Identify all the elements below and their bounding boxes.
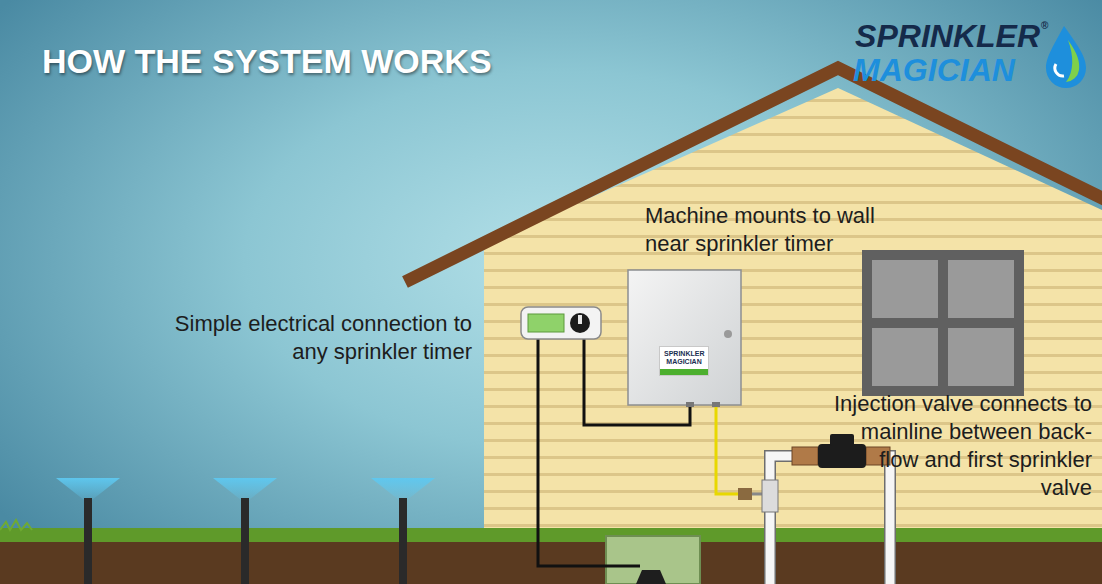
sticker-text: SPRINKLER MAGICIAN	[664, 350, 704, 366]
sticker-band	[660, 369, 708, 375]
diagram-title: HOW THE SYSTEM WORKS	[42, 42, 492, 81]
tee-fitting	[762, 480, 778, 512]
callout-text: Machine mounts to wall near sprinkler ti…	[645, 202, 895, 258]
mainline-pipe	[770, 456, 890, 584]
roof	[405, 68, 1102, 282]
valve	[636, 570, 666, 584]
registered-mark: ®	[1041, 20, 1048, 31]
soil	[0, 540, 1102, 584]
grass-tufts	[0, 520, 32, 530]
sprinkler-timer	[521, 307, 601, 339]
logo-word: SPRINKLER	[855, 18, 1040, 55]
mainline-outline	[770, 456, 890, 584]
logo-word: MAGICIAN	[853, 52, 1015, 89]
logo-drop	[1046, 26, 1086, 88]
brass-fitting	[792, 447, 818, 465]
callout-text: Injection valve connects to mainline bet…	[830, 390, 1092, 502]
backflow-valve	[818, 434, 866, 468]
sprinkler-heads	[56, 478, 435, 584]
valve-box	[606, 536, 700, 584]
fitting	[738, 488, 752, 500]
grass	[0, 528, 1102, 542]
injection-line	[716, 404, 744, 494]
callout-text: Simple electrical connection to any spri…	[160, 310, 472, 366]
window	[862, 250, 1024, 396]
machine-cabinet	[628, 270, 741, 407]
wire	[538, 338, 640, 566]
sticker-label: SPRINKLER MAGICIAN	[659, 346, 709, 376]
